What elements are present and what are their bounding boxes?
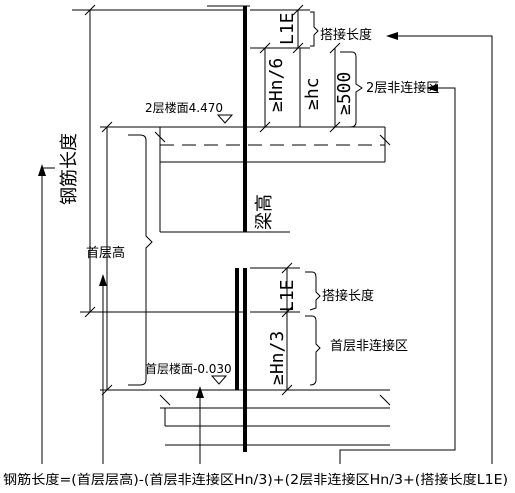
upper-dimension-ticks — [250, 4, 363, 133]
l1e-top-label: L1E — [277, 12, 298, 45]
lower-dimension-ticks — [250, 262, 321, 396]
l1e-bottom-label: L1E — [277, 279, 298, 312]
lower-slab — [159, 375, 391, 446]
lap-length-bottom-label: 搭接长度 — [322, 288, 374, 304]
rebar-length-dimension — [80, 4, 245, 318]
floor2-slab-label: 2层楼面4.470 — [145, 100, 223, 115]
floor1-non-connect-label: 首层非连接区 — [330, 338, 408, 354]
first-floor-height-label: 首层高 — [86, 245, 125, 261]
formula-arrows — [38, 32, 493, 464]
hc-label: ≥hc — [302, 77, 323, 110]
beam-height-label: 梁高 — [254, 194, 275, 230]
formula-label: 钢筋长度=(首层层高)-(首层非连接区Hn/3)+(2层非连接区Hn/3+(搭接… — [3, 472, 508, 488]
hn6-label: ≥Hn/6 — [266, 58, 287, 112]
first-floor-height-dimension — [100, 121, 160, 396]
floor1-slab-label: 首层楼面-0.030 — [145, 361, 232, 376]
lap-length-top-label: 搭接长度 — [320, 27, 372, 43]
floor2-non-connect-label: 2层非连接区 — [366, 80, 439, 96]
rebar-length-label: 钢筋长度 — [59, 133, 80, 205]
hn3-label: ≥Hn/3 — [267, 331, 288, 385]
min500-label: ≥500 — [334, 72, 355, 115]
